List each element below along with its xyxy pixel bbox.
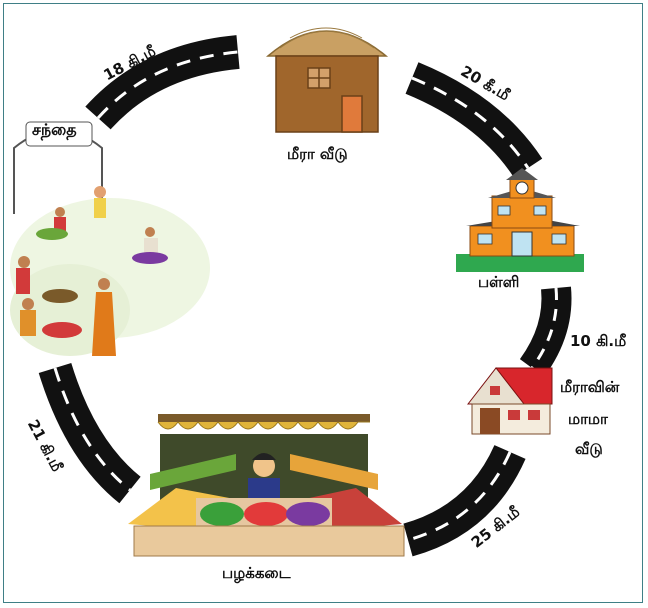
fruit-shop-image (128, 414, 405, 557)
market-label: சந்தை (32, 120, 77, 139)
market-image (10, 121, 210, 356)
meera-house-image (265, 27, 389, 133)
road-house-to-school (405, 62, 543, 178)
fruit-shop-label: பழக்கடை (222, 564, 291, 582)
distance-school-to-uncle: 10 கி.மீ (570, 332, 627, 350)
uncle-house-image (466, 367, 553, 435)
market-people (16, 186, 168, 356)
school-image (456, 168, 584, 272)
uncle-house-label-line3: வீடு (575, 440, 603, 458)
road-shop-to-market (38, 362, 141, 504)
uncle-house-label-line1: மீராவின் (560, 378, 620, 396)
uncle-house-label-line2: மாமா (568, 410, 608, 428)
school-label: பள்ளி (478, 273, 520, 291)
road-school-to-uncle (519, 286, 572, 377)
meera-house-label: மீரா வீடு (287, 145, 348, 163)
frame-border (3, 3, 643, 603)
road-market-to-house (85, 35, 240, 130)
road-uncle-to-shop (403, 444, 526, 557)
